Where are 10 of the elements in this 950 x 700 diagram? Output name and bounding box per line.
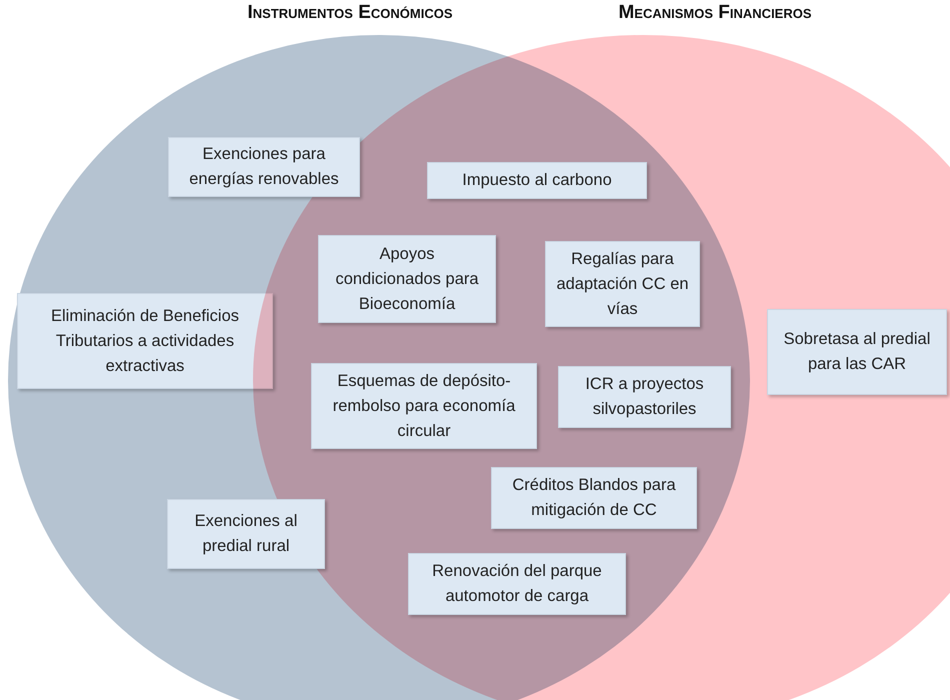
- circle-heading: Mecanismos Financieros: [618, 2, 812, 24]
- text-box: Créditos Blandos para mitigación de CC: [491, 467, 697, 529]
- circle-heading: Instrumentos Económicos: [248, 2, 452, 24]
- text-box: ICR a proyectos silvopastoriles: [558, 366, 731, 428]
- text-box: Impuesto al carbono: [427, 162, 647, 199]
- text-box: Apoyos condicionados para Bioeconomía: [318, 235, 496, 323]
- text-box: Renovación del parque automotor de carga: [408, 553, 626, 615]
- text-box: Regalías para adaptación CC en vías: [545, 241, 700, 327]
- text-box: Esquemas de depósito-rembolso para economía circular: [311, 363, 537, 449]
- text-box: Sobretasa al predial para las CAR: [767, 309, 947, 395]
